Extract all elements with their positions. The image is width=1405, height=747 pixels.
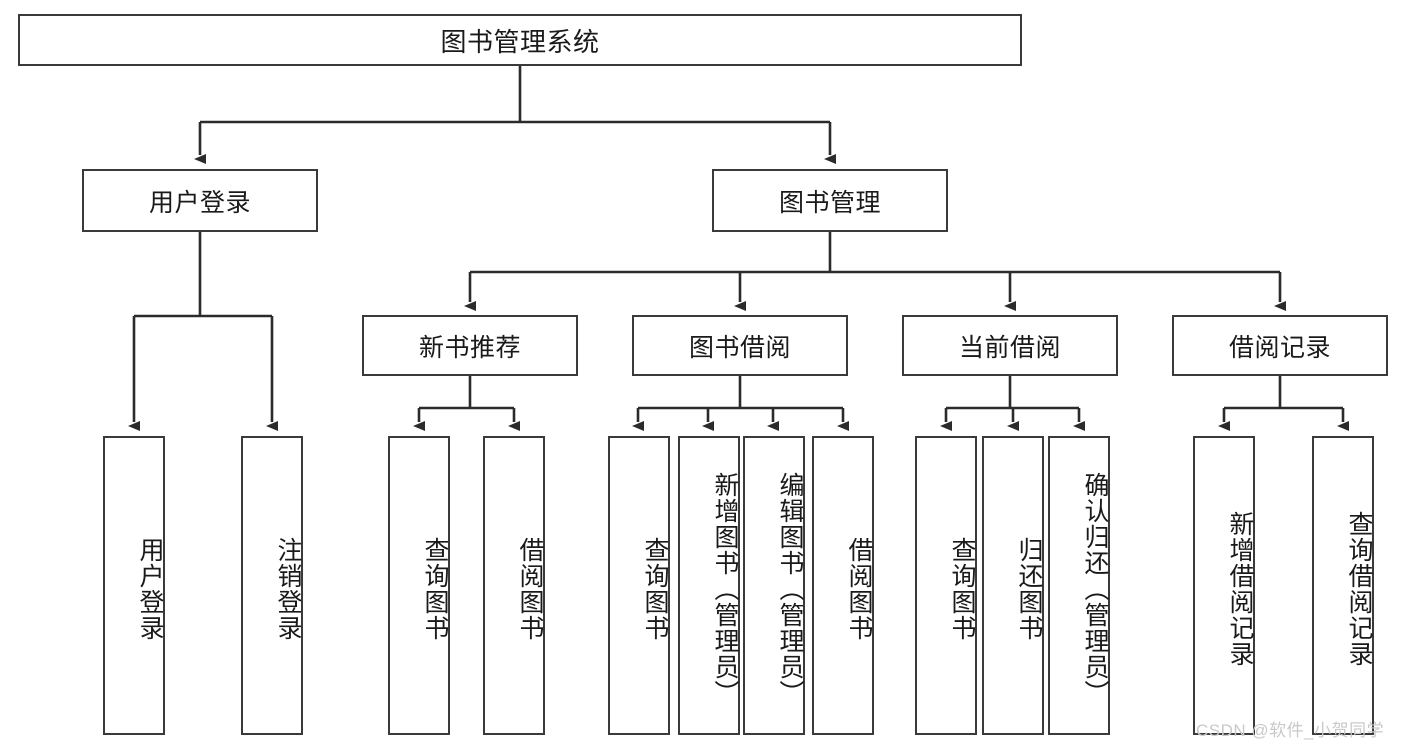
node-label: 图书借阅 — [688, 333, 791, 362]
leaf-nb-borrow-book[interactable]: 借阅图书 — [483, 436, 545, 735]
node-current-borrow[interactable]: 当前借阅 — [902, 315, 1118, 376]
node-label: 图书管理系统 — [440, 26, 600, 57]
node-borrow-record[interactable]: 借阅记录 — [1172, 315, 1388, 376]
leaf-logout[interactable]: 注销登录 — [241, 436, 303, 735]
leaf-bb-borrow-book[interactable]: 借阅图书 — [812, 436, 874, 735]
node-label: 归还图书 — [1015, 536, 1043, 641]
node-label: 用户登录 — [136, 536, 164, 641]
leaf-bb-add-book-admin[interactable]: 新增图书（管理员） — [678, 436, 740, 735]
leaf-bb-query-book[interactable]: 查询图书 — [608, 436, 670, 735]
node-book-borrow[interactable]: 图书借阅 — [632, 315, 848, 376]
node-label: 借阅图书 — [516, 536, 544, 641]
node-book-management[interactable]: 图书管理 — [712, 169, 948, 232]
node-label: 查询图书 — [421, 536, 449, 641]
node-user-login[interactable]: 用户登录 — [82, 169, 318, 232]
node-label: 用户登录 — [148, 188, 251, 217]
leaf-user-login[interactable]: 用户登录 — [103, 436, 165, 735]
node-label: 查询借阅记录 — [1345, 510, 1373, 667]
node-label: 编辑图书（管理员） — [776, 471, 804, 706]
node-label: 新增图书（管理员） — [711, 471, 739, 706]
leaf-br-add-record[interactable]: 新增借阅记录 — [1193, 436, 1255, 735]
node-label: 查询图书 — [641, 536, 669, 641]
leaf-br-query-record[interactable]: 查询借阅记录 — [1312, 436, 1374, 735]
node-label: 借阅记录 — [1228, 333, 1331, 362]
leaf-cb-return-book[interactable]: 归还图书 — [982, 436, 1044, 735]
node-label: 查询图书 — [948, 536, 976, 641]
leaf-nb-query-book[interactable]: 查询图书 — [388, 436, 450, 735]
node-label: 新书推荐 — [418, 333, 521, 362]
node-new-book-recommend[interactable]: 新书推荐 — [362, 315, 578, 376]
node-label: 确认归还（管理员） — [1081, 471, 1109, 706]
node-label: 新增借阅记录 — [1226, 510, 1254, 667]
leaf-bb-edit-book-admin[interactable]: 编辑图书（管理员） — [743, 436, 805, 735]
node-label: 当前借阅 — [958, 333, 1061, 362]
csdn-watermark: CSDN @软件_小贺同学 — [1196, 721, 1385, 740]
node-label: 借阅图书 — [845, 536, 873, 641]
node-root-book-management-system[interactable]: 图书管理系统 — [18, 14, 1022, 66]
leaf-cb-confirm-return-admin[interactable]: 确认归还（管理员） — [1048, 436, 1110, 735]
node-label: 图书管理 — [778, 188, 881, 217]
node-label: 注销登录 — [274, 536, 302, 641]
leaf-cb-query-book[interactable]: 查询图书 — [915, 436, 977, 735]
